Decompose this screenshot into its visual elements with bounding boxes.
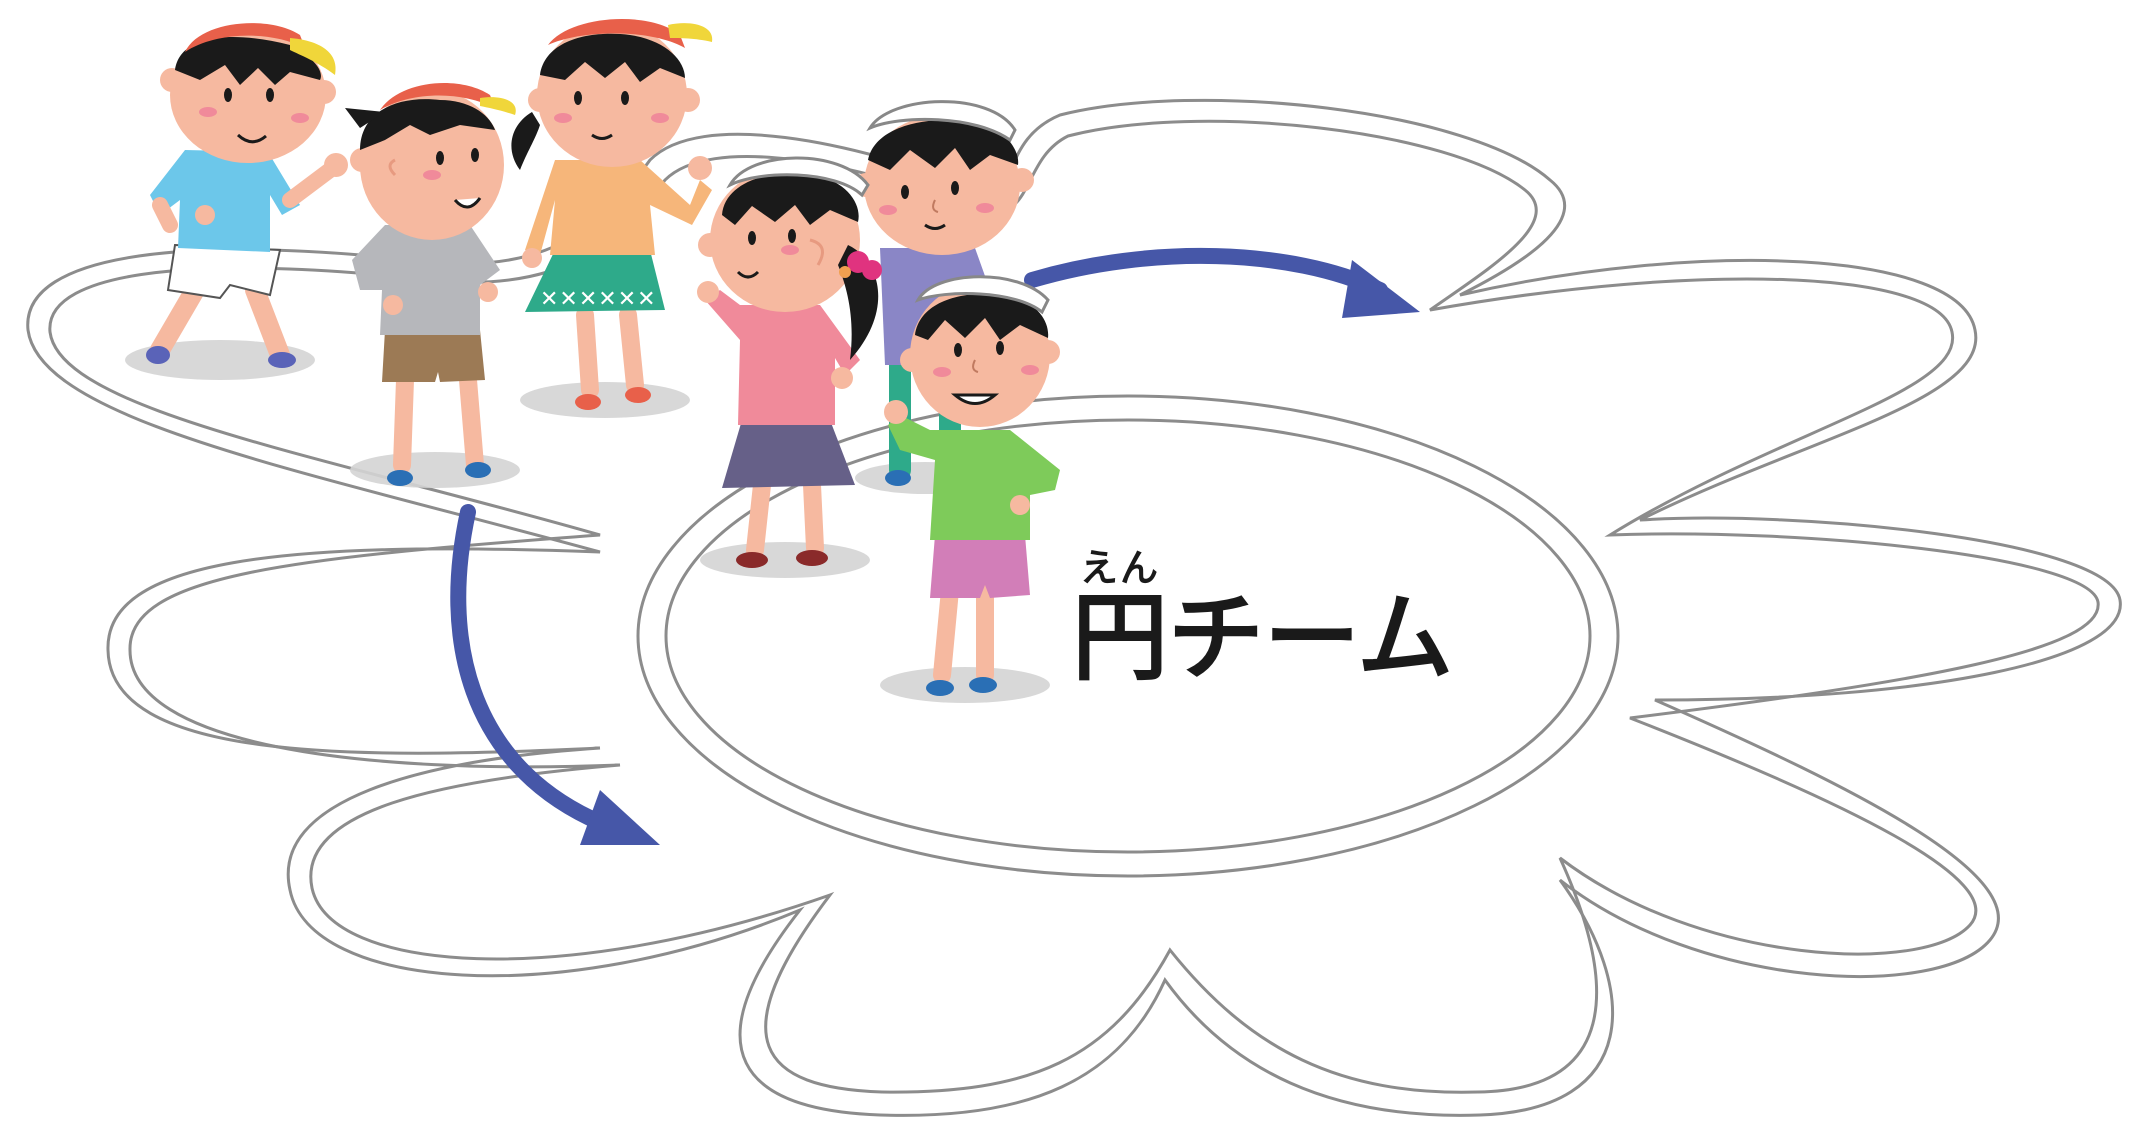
team-name: 円チーム [1072,588,1453,688]
child-gray-shirt [345,83,516,486]
ruby-reading: えん [1079,546,1160,590]
child-pink-shirt [697,156,882,568]
arrow-down [450,504,660,845]
flower-outer-outline [26,98,2122,1117]
svg-text:✕✕✕✕✕✕: ✕✕✕✕✕✕ [540,287,657,312]
center-circle-inner [664,418,1592,854]
flower-inner-outline [48,119,2100,1094]
child-orange-shirt: ✕✕✕✕✕✕ [511,18,713,410]
children-group: ✕✕✕✕✕✕ [125,18,1060,703]
child-green-shirt [884,275,1060,696]
flower-track [26,98,2122,1117]
center-circle-outer [636,394,1620,878]
arrow-right [1024,247,1420,318]
team-name-kanji: 円 [1072,582,1168,694]
team-label: えん 円チーム [1072,546,1453,698]
child-blue-shirt [146,23,348,368]
team-name-katakana: チーム [1168,582,1454,694]
